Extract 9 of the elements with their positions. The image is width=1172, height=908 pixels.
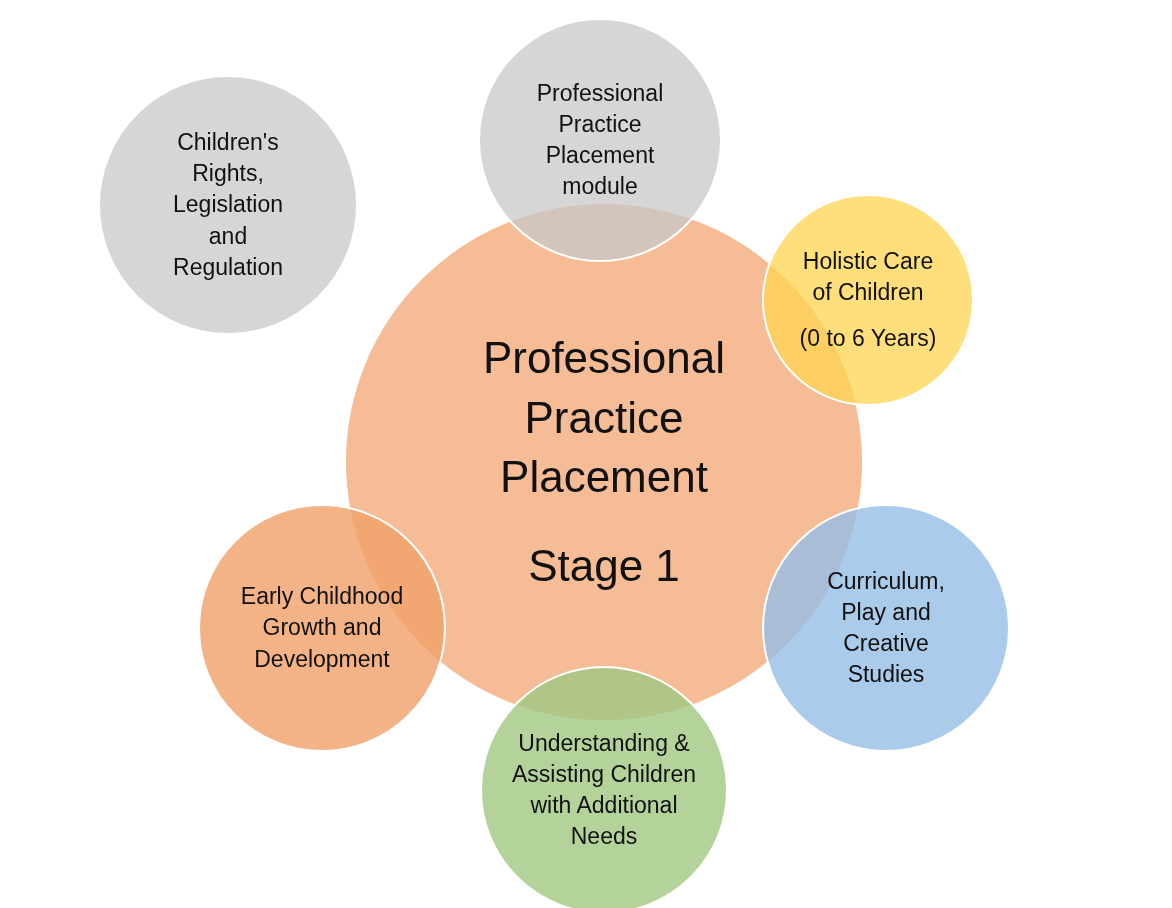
circle-title: Professional Practice Placement module <box>535 78 665 202</box>
circle-subtitle: (0 to 6 Years) <box>799 323 937 353</box>
circle-title: Curriculum, Play and Creative Studies <box>826 566 946 690</box>
circle-title: Holistic Care of Children <box>801 247 935 308</box>
circle-title: Early Childhood Growth and Development <box>239 582 405 674</box>
circle-subtitle: Stage 1 <box>528 540 680 593</box>
circle-title: Understanding & Assisting Children with Additional Needs <box>510 728 698 852</box>
circle-title: Children's Rights, Legislation and Regulation <box>172 128 284 282</box>
circle-title: Professional Practice Placement <box>481 332 727 503</box>
